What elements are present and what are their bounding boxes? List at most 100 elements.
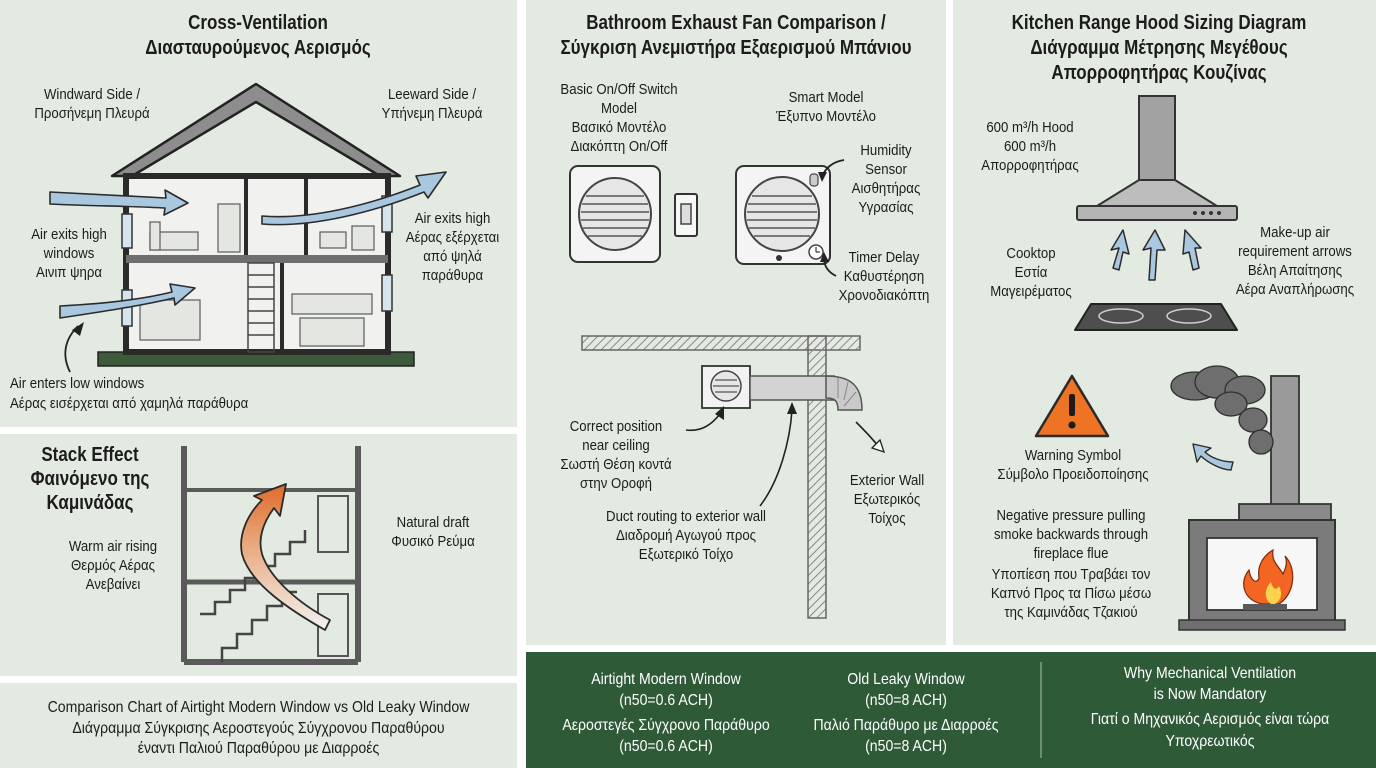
- exit-left-label-1: Air exits high: [31, 226, 107, 243]
- cross-title-en: Cross-Ventilation: [188, 12, 328, 34]
- makeup-air-label-3: Βέλη Απαίτησης: [1247, 262, 1343, 279]
- banner-divider: [1040, 662, 1042, 758]
- warm-air-label-2: Θερμός Αέρας: [70, 557, 156, 574]
- warning-label-1: Warning Symbol: [1024, 447, 1122, 464]
- smart-model-label-1: Smart Model: [788, 89, 864, 106]
- leaky-label-2: (n50=8 ACH): [865, 692, 947, 709]
- timer-label-3: Χρονοδιακόπτη: [838, 287, 930, 304]
- basic-model-label-2: Model: [601, 100, 637, 117]
- range-hood-icon: [1076, 95, 1238, 221]
- comparison-caption-line-3: έναντι Παλιού Παραθύρου με Διαρροές: [137, 740, 380, 757]
- exterior-wall-label-2: Εξωτερικός: [853, 491, 921, 508]
- negative-pressure-label-1: Negative pressure pulling: [996, 507, 1146, 524]
- leaky-label-1: Old Leaky Window: [847, 671, 965, 688]
- hood-label-2: 600 m³/h: [1003, 138, 1057, 155]
- airtight-label-2: (n50=0.6 ACH): [619, 692, 713, 709]
- exit-right-label-4: παράθυρα: [421, 267, 484, 284]
- negative-pressure-label-5: Καπνό Προς τα Πίσω μέσω: [990, 585, 1152, 602]
- comparison-caption-panel: Comparison Chart of Airtight Modern Wind…: [0, 683, 517, 768]
- makeup-air-label-1: Make-up air: [1260, 224, 1330, 241]
- makeup-air-label-2: requirement arrows: [1238, 243, 1352, 260]
- humidity-label-2: Sensor: [865, 161, 907, 178]
- smart-fan-icon: [735, 165, 831, 265]
- basic-model-label-3: Βασικό Μοντέλο: [571, 119, 667, 136]
- bathroom-fan-panel: Bathroom Exhaust Fan Comparison / Σύγκρι…: [526, 0, 946, 645]
- comparison-caption-line-1: Comparison Chart of Airtight Modern Wind…: [47, 699, 470, 716]
- natural-draft-label-2: Φυσικό Ρεύμα: [391, 533, 475, 550]
- warm-air-label-3: Ανεβαίνει: [85, 576, 141, 593]
- exterior-wall-label-1: Exterior Wall: [849, 472, 925, 489]
- basic-model-label-4: Διακόπτη On/Off: [570, 138, 668, 155]
- timer-label-1: Timer Delay: [848, 249, 920, 266]
- warning-label-2: Σύμβολο Προειδοποίησης: [997, 466, 1149, 483]
- airtight-label-4: (n50=0.6 ACH): [619, 738, 713, 755]
- basic-model-label-1: Basic On/Off Switch: [560, 81, 678, 98]
- airtight-label-3: Αεροστεγές Σύγχρονο Παράθυρο: [562, 717, 770, 734]
- leeward-label-en: Leeward Side /: [387, 86, 477, 103]
- kitchen-title-1: Kitchen Range Hood Sizing Diagram: [1011, 12, 1307, 34]
- comparison-caption-line-2: Διάγραμμα Σύγκρισης Αεροστεγούς Σύγχρονο…: [72, 720, 445, 737]
- bath-fan-illustration: [569, 159, 886, 619]
- humidity-label-1: Humidity: [860, 142, 912, 159]
- negative-pressure-label-3: fireplace flue: [1033, 545, 1109, 562]
- why-label-4: Υποχρεωτικός: [1165, 733, 1255, 750]
- smart-model-label-2: Έξυπνο Μοντέλο: [776, 108, 876, 125]
- negative-pressure-label-6: της Καμινάδας Τζακιού: [1004, 604, 1138, 621]
- makeup-air-label-4: Αέρα Αναπλήρωσης: [1235, 281, 1355, 298]
- duct-label-2: Διαδρομή Αγωγού προς: [615, 527, 757, 544]
- negative-pressure-label-2: smoke backwards through: [993, 526, 1149, 543]
- negative-pressure-label-4: Υποπίεση που Τραβάει τον: [991, 566, 1151, 583]
- bath-title-2: Σύγκριση Ανεμιστήρα Εξαερισμού Μπάνιου: [560, 37, 912, 59]
- enter-label-en: Air enters low windows: [10, 375, 145, 392]
- window-comparison-banner: Airtight Modern Window (n50=0.6 ACH) Αερ…: [526, 652, 1376, 768]
- warning-icon: [1034, 374, 1110, 438]
- kitchen-hood-panel: Kitchen Range Hood Sizing Diagram Διάγρα…: [953, 0, 1376, 645]
- enter-label-gr: Αέρας εισέρχεται από χαμηλά παράθυρα: [10, 395, 249, 412]
- on-off-switch-icon: [674, 193, 698, 237]
- cooktop-label-1: Cooktop: [1006, 245, 1056, 262]
- exit-right-label-3: από ψηλά: [423, 248, 482, 265]
- humidity-label-3: Αισθητήρας: [851, 180, 921, 197]
- cooktop-label-3: Μαγειρέματος: [990, 283, 1072, 300]
- kitchen-illustration: [1034, 95, 1346, 631]
- position-label-4: στην Οροφή: [580, 475, 652, 492]
- kitchen-title-3: Απορροφητήρας Κουζίνας: [1051, 62, 1267, 84]
- house-illustration: [49, 82, 447, 373]
- windward-label-en: Windward Side /: [43, 86, 141, 103]
- exit-right-label-2: Αέρας εξέρχεται: [405, 229, 500, 246]
- stack-effect-panel: Stack Effect Φαινόμενο της Καμινάδας War…: [0, 434, 517, 676]
- warm-air-label-1: Warm air rising: [68, 538, 158, 555]
- stack-house-illustration: [181, 446, 361, 665]
- fireplace-icon: [1178, 375, 1346, 631]
- leaky-label-3: Παλιό Παράθυρο με Διαρροές: [813, 717, 999, 734]
- position-label-2: near ceiling: [582, 437, 650, 454]
- cross-ventilation-panel: Cross-Ventilation Διασταυρούμενος Αερισμ…: [0, 0, 517, 427]
- duct-label-1: Duct routing to exterior wall: [606, 508, 766, 525]
- position-label-1: Correct position: [569, 418, 663, 435]
- stack-title-1: Stack Effect: [41, 444, 139, 466]
- why-label-3: Γιατί ο Μηχανικός Αερισμός είναι τώρα: [1090, 711, 1330, 728]
- humidity-label-4: Υγρασίας: [858, 199, 914, 216]
- exit-right-label-1: Air exits high: [414, 210, 491, 227]
- leeward-label-gr: Υπήνεμη Πλευρά: [381, 105, 483, 122]
- bath-title-1: Bathroom Exhaust Fan Comparison /: [586, 12, 886, 34]
- windward-label-gr: Προσήνεμη Πλευρά: [34, 105, 150, 122]
- hood-label-3: Απορροφητήρας: [981, 157, 1079, 174]
- cooktop-icon: [1074, 303, 1238, 331]
- stack-title-2: Φαινόμενο της: [30, 468, 150, 490]
- why-label-1: Why Mechanical Ventilation: [1123, 665, 1297, 682]
- basic-fan-icon: [569, 165, 661, 263]
- airtight-label-1: Airtight Modern Window: [591, 671, 741, 688]
- duct-label-3: Εξωτερικό Τοίχο: [638, 546, 734, 563]
- hood-label-1: 600 m³/h Hood: [986, 119, 1074, 136]
- exit-left-label-3: Αινιπ ψηρα: [36, 264, 102, 281]
- timer-label-2: Καθυστέρηση: [843, 268, 925, 285]
- position-label-3: Σωστή Θέση κοντά: [560, 456, 672, 473]
- exterior-wall-label-3: Τοίχος: [868, 510, 906, 527]
- stack-title-3: Καμινάδας: [46, 492, 134, 514]
- kitchen-title-2: Διάγραμμα Μέτρησης Μεγέθους: [1030, 37, 1288, 59]
- cooktop-label-2: Εστία: [1014, 264, 1048, 281]
- leaky-label-4: (n50=8 ACH): [865, 738, 947, 755]
- why-label-2: is Now Mandatory: [1153, 686, 1267, 703]
- cross-title-gr: Διασταυρούμενος Αερισμός: [145, 37, 371, 59]
